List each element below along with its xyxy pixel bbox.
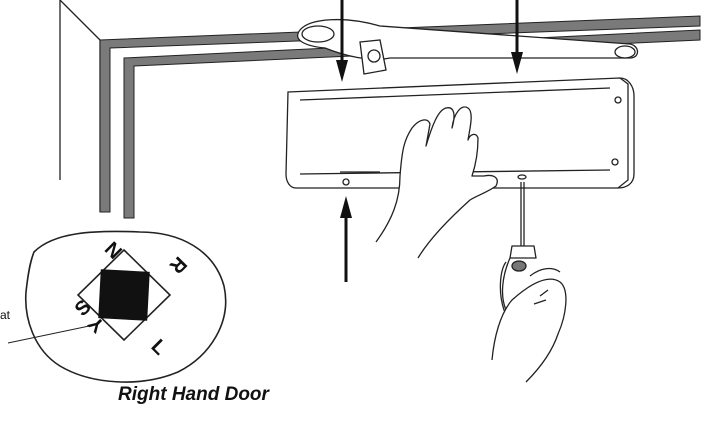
callout-label: at <box>0 308 11 322</box>
hand-illustration <box>375 106 498 259</box>
adjustment-dial: N R S Y L <box>7 230 227 383</box>
door-frame <box>59 0 101 212</box>
arrows <box>336 0 523 282</box>
closer-arms <box>297 18 639 75</box>
frame-strips <box>99 15 701 219</box>
screwdriver-illustration <box>491 174 567 383</box>
figure-caption: Right Hand Door <box>118 384 269 405</box>
